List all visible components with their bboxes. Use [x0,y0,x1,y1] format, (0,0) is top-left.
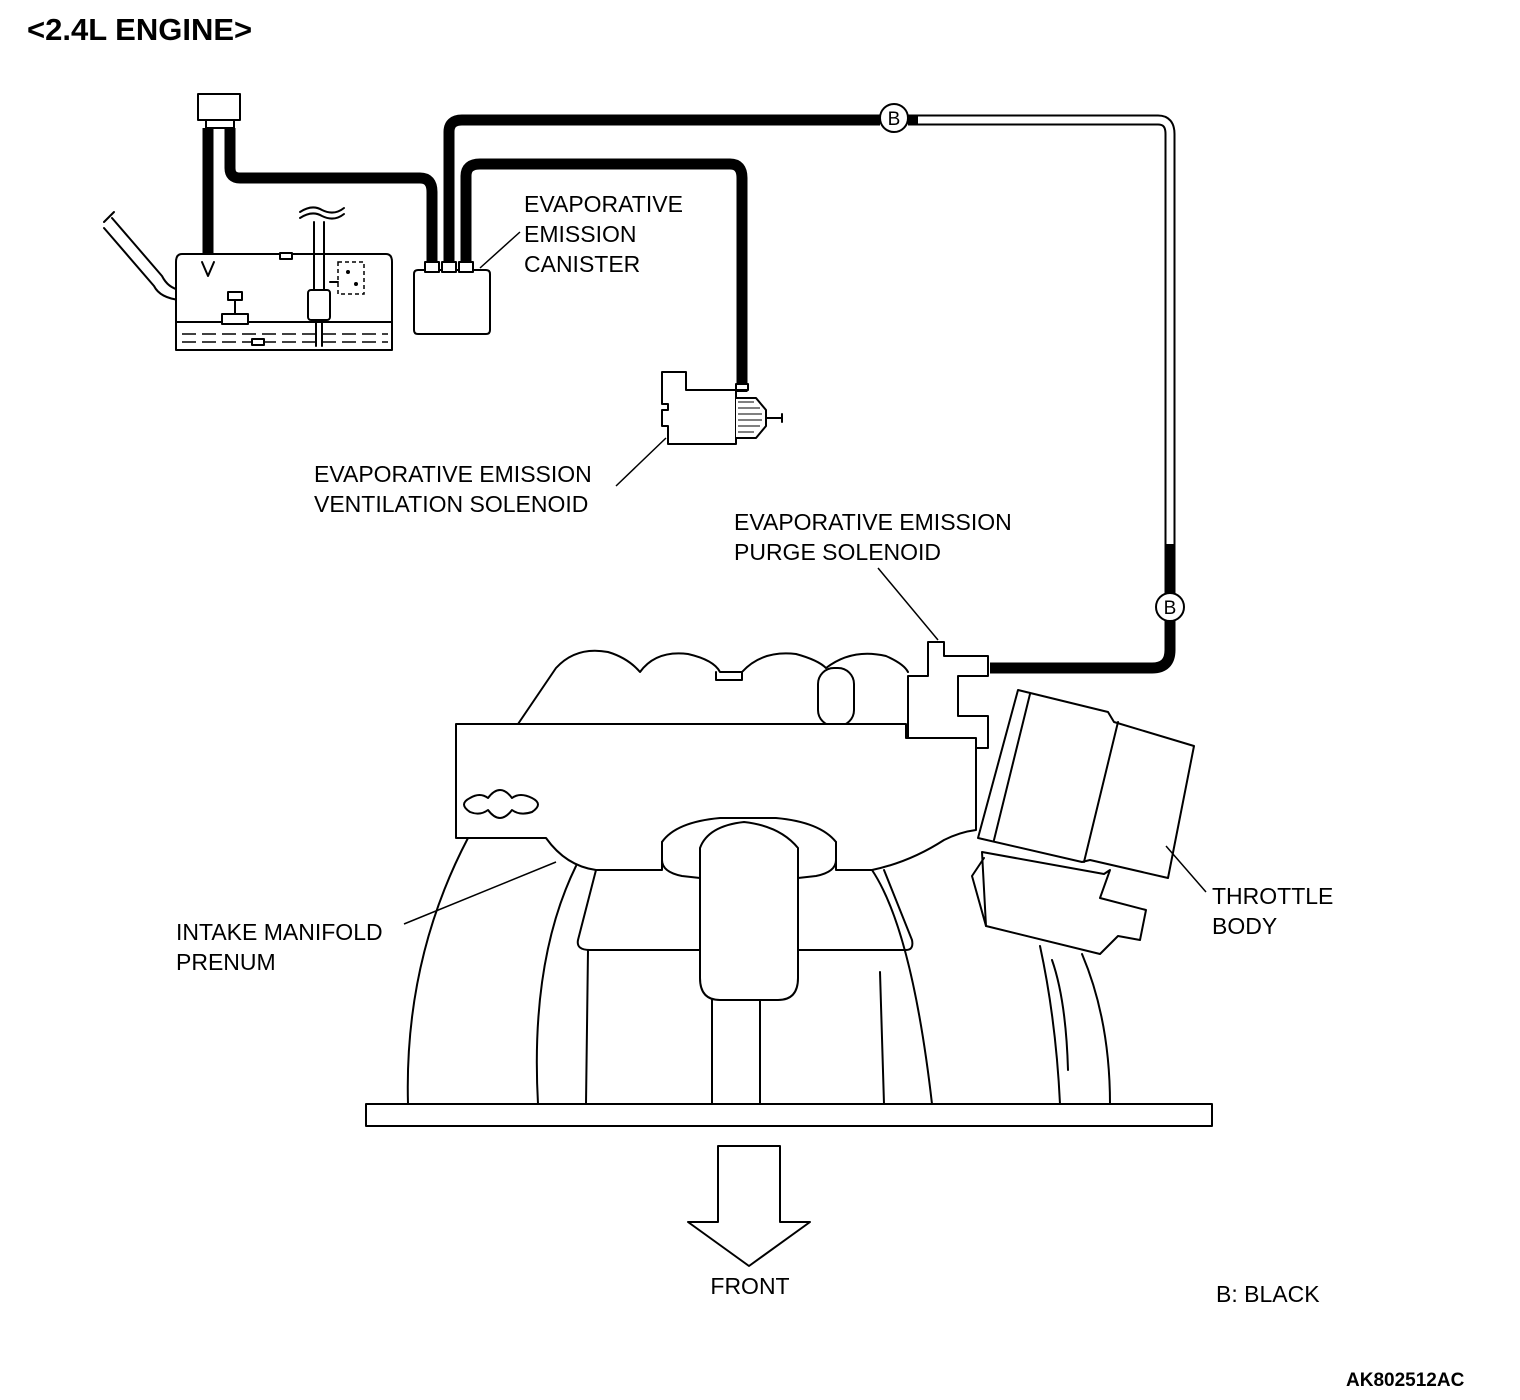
mounting-flange [365,1103,1213,1127]
hose-marker-b-top: B [879,103,909,133]
purge-solenoid-leader-line [877,567,939,641]
svg-text:B: B [1164,598,1177,619]
color-legend: B: BLACK [1216,1281,1320,1307]
hose-tank-to-canister [202,128,438,262]
svg-text:EVAPORATIVE EMISSION: EVAPORATIVE EMISSION [314,461,592,487]
evaporative-emission-canister [413,261,491,335]
vent-solenoid-label: EVAPORATIVE EMISSION VENTILATION SOLENOI… [314,461,592,517]
front-arrow-icon [687,1145,811,1267]
svg-text:PURGE SOLENOID: PURGE SOLENOID [734,539,941,565]
svg-text:VENTILATION SOLENOID: VENTILATION SOLENOID [314,491,588,517]
evaporative-emission-purge-solenoid [907,641,989,749]
hose-marker-b-right: B [1155,592,1185,622]
svg-text:CANISTER: CANISTER [524,251,640,277]
intake-manifold-label: INTAKE MANIFOLD PRENUM [176,919,383,975]
svg-text:BODY: BODY [1212,913,1277,939]
svg-text:INTAKE MANIFOLD: INTAKE MANIFOLD [176,919,383,945]
svg-text:EMISSION: EMISSION [524,221,636,247]
evaporative-emission-ventilation-solenoid [661,371,783,445]
fuel-tank [103,93,393,351]
svg-text:PRENUM: PRENUM [176,949,276,975]
engine-title: <2.4L ENGINE> [27,12,252,47]
figure-code: AK802512AC [1346,1370,1465,1391]
svg-text:EVAPORATIVE: EVAPORATIVE [524,191,683,217]
throttle-body [971,689,1195,955]
svg-text:EVAPORATIVE EMISSION: EVAPORATIVE EMISSION [734,509,1012,535]
purge-solenoid-label: EVAPORATIVE EMISSION PURGE SOLENOID [734,509,1012,565]
canister-label: EVAPORATIVE EMISSION CANISTER [524,191,683,277]
intake-manifold [365,649,1213,1127]
hose-canister-to-vent-solenoid [460,158,748,392]
front-label: FRONT [710,1273,789,1299]
intake-manifold-leader-line [403,861,557,925]
svg-text:THROTTLE: THROTTLE [1212,883,1333,909]
throttle-body-label: THROTTLE BODY [1212,883,1333,939]
throttle-body-leader-line [1165,845,1207,893]
vent-solenoid-leader-line [615,437,667,487]
svg-text:B: B [888,109,901,130]
canister-leader-line [479,231,521,269]
hose-canister-to-purge-solenoid [443,114,1176,674]
